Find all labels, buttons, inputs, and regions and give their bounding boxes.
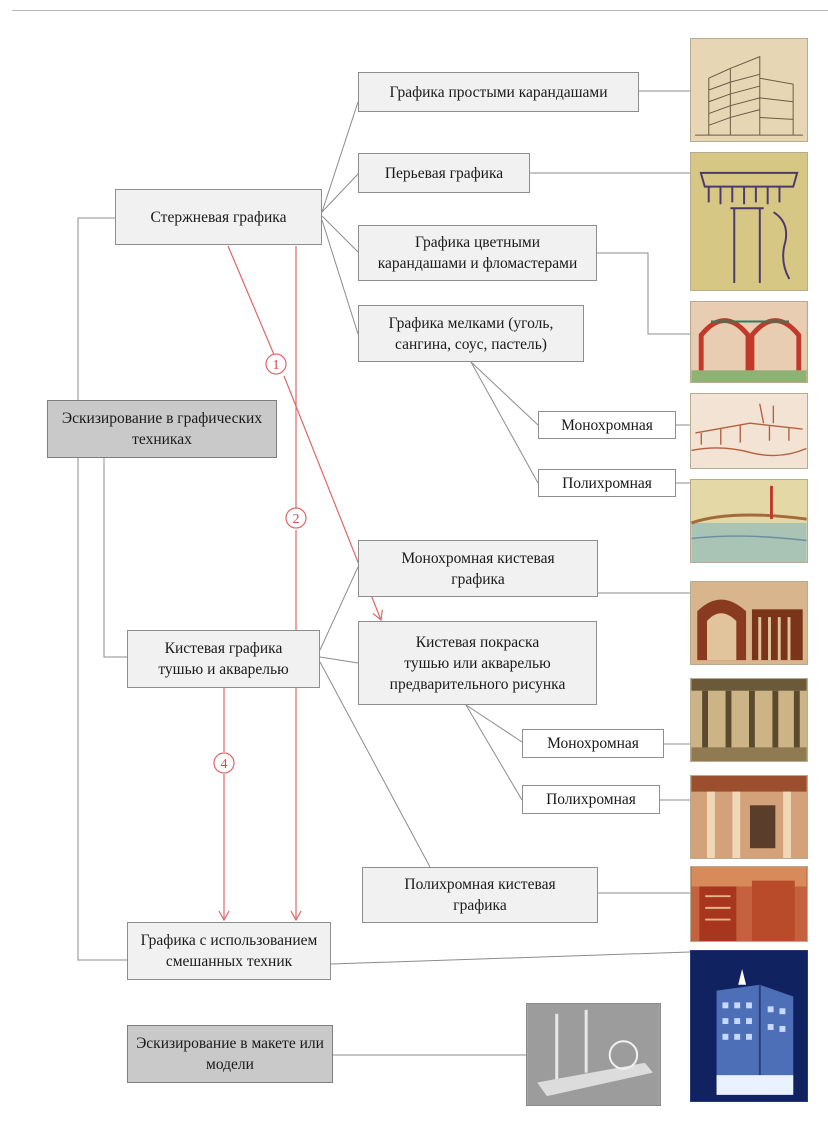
connector-coloring-to-poly xyxy=(465,704,523,801)
arrow-badge-2 xyxy=(285,507,307,529)
arrow-badge-2-text: 2 xyxy=(293,512,300,527)
connector-rod-to-pen xyxy=(321,173,359,213)
pen-column-sketch-image xyxy=(690,152,808,291)
node-chalk-poly: Полихромная xyxy=(538,469,676,497)
node-brush-coloring: Кистевая покраска тушью или акварелью пр… xyxy=(358,621,597,705)
connector-rod-to-pencil xyxy=(321,101,359,213)
node-pen-graphics: Перьевая графика xyxy=(358,153,530,193)
connector-color-thumb xyxy=(597,252,690,335)
connector-brush-to-polybrush xyxy=(319,661,431,868)
node-brush-graphics: Кистевая графика тушью и акварелью xyxy=(127,630,320,688)
connector-chalk-to-poly xyxy=(470,361,539,484)
node-chalk-graphics: Графика мелками (уголь, сангина, соус, п… xyxy=(358,305,584,362)
arrow-badge-1 xyxy=(265,353,287,375)
mono-colonnade-image xyxy=(690,678,808,762)
poly-interior-hall-image xyxy=(690,775,808,859)
arrow-badge-4-text: 4 xyxy=(221,757,228,772)
connector-rod-to-chalk xyxy=(321,219,359,335)
node-pencil-graphics: Графика простыми карандашами xyxy=(358,72,639,112)
connector-brush-to-coloring xyxy=(319,656,359,664)
night-building-render-image xyxy=(690,950,808,1102)
arrow-badge-4 xyxy=(213,752,235,774)
node-color-pencil-graphics: Графика цветными карандашами и фломастер… xyxy=(358,225,597,281)
mono-bridge-sketch-image xyxy=(690,393,808,469)
pencil-building-sketch-image xyxy=(690,38,808,142)
node-coloring-mono: Монохромная xyxy=(522,729,664,758)
node-chalk-mono: Монохромная xyxy=(538,411,676,439)
node-mixed-techniques: Графика с использованием смешанных техни… xyxy=(127,922,331,980)
node-model-sketching: Эскизирование в макете или модели xyxy=(127,1025,333,1083)
connector-rod-to-color xyxy=(321,215,359,253)
poly-brush-city-image xyxy=(690,866,808,942)
connector-root-to-mixed xyxy=(77,458,127,961)
node-mono-brush: Монохромная кистевая графика xyxy=(358,540,598,597)
mono-brush-station-image xyxy=(690,581,808,665)
node-root-graphic: Эскизирование в графических техниках xyxy=(47,400,277,458)
connector-brush-to-monobrush xyxy=(319,566,359,651)
connector-coloring-to-mono xyxy=(465,704,523,743)
node-poly-brush: Полихромная кистевая графика xyxy=(362,867,598,923)
arrow-badge-1-text: 1 xyxy=(273,358,280,373)
connector-chalk-to-mono xyxy=(470,361,539,426)
model-photo-image xyxy=(526,1003,661,1106)
color-arches-drawing-image xyxy=(690,301,808,383)
arrow-badges: 1 2 4 xyxy=(213,353,307,774)
page-top-rule xyxy=(12,10,828,11)
poly-bridge-sketch-image xyxy=(690,479,808,563)
connector-root-to-rod xyxy=(77,217,115,400)
node-coloring-poly: Полихромная xyxy=(522,785,660,814)
connector-root-to-brush xyxy=(103,458,127,658)
connector-mixed-thumb xyxy=(330,951,691,965)
node-rod-graphics: Стержневая графика xyxy=(115,189,322,245)
